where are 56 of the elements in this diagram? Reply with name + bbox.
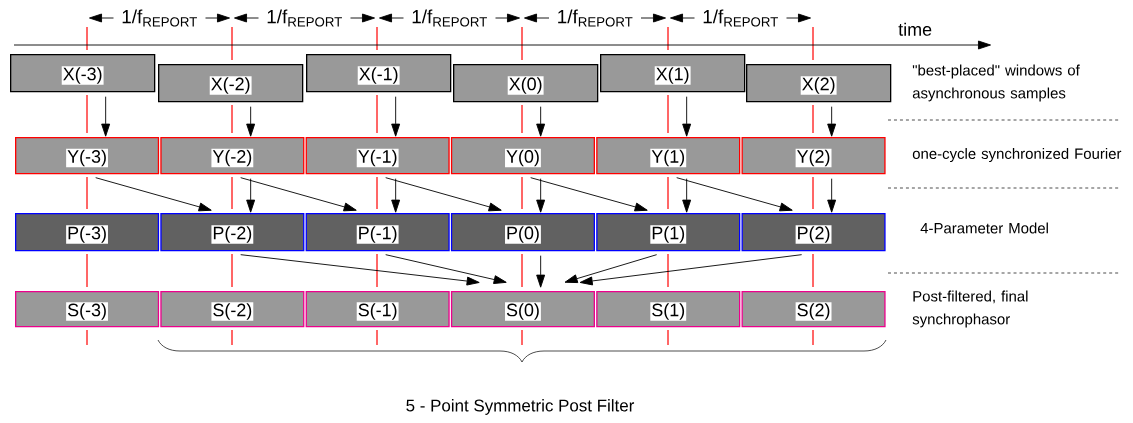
arrow [579, 254, 803, 286]
block: Y(-3) [15, 137, 160, 175]
row-description: Post-filtered, final synchrophasor [912, 290, 1028, 328]
block: Y(1) [596, 137, 741, 175]
block: P(1) [596, 213, 741, 252]
brace-label: 5 - Point Symmetric Post Filter [406, 399, 635, 415]
block: Y(-2) [160, 137, 305, 175]
block: S(-2) [160, 291, 305, 328]
block: Y(2) [741, 137, 886, 175]
arrow [385, 254, 507, 284]
block: P(-2) [160, 213, 305, 252]
arrow [676, 177, 793, 212]
block: P(2) [741, 213, 886, 252]
block: S(-1) [305, 291, 450, 328]
dimension-label: 1/f$_{REPORT}$ [267, 9, 342, 27]
arrow [530, 177, 648, 212]
dimension-label: 1/f$_{REPORT}$ [703, 9, 778, 27]
arrow [682, 96, 692, 137]
block: X(0) [453, 64, 599, 103]
block: X(1) [600, 54, 746, 93]
arrow [246, 178, 256, 213]
arrow [246, 106, 256, 137]
arrow [827, 178, 837, 213]
arrow [101, 96, 111, 137]
arrow [240, 177, 357, 212]
dimension-label: 1/f$_{REPORT}$ [412, 9, 487, 27]
arrow [240, 254, 480, 286]
block: Y(-1) [305, 137, 450, 175]
axis-label: time [898, 22, 932, 36]
block: X(-1) [306, 54, 452, 93]
arrow [536, 255, 546, 288]
block: Y(0) [450, 137, 595, 175]
block: P(-1) [305, 213, 450, 252]
arrow [391, 96, 401, 137]
row-description: "best-placed" windows of asynchronous samples [912, 64, 1080, 102]
arrow [682, 178, 692, 213]
block: S(1) [596, 291, 741, 328]
block: X(2) [746, 64, 892, 103]
arrow [564, 254, 658, 284]
block: S(0) [450, 291, 595, 328]
block: S(2) [741, 291, 886, 328]
row-description: 4-Parameter Model [920, 222, 1048, 234]
row-description: one-cycle synchronized Fourier [912, 148, 1122, 162]
dimension-label: 1/f$_{REPORT}$ [122, 9, 197, 27]
arrow [536, 106, 546, 137]
arrow [391, 178, 401, 213]
block: P(-3) [15, 213, 160, 252]
arrow [95, 177, 212, 212]
block: S(-3) [15, 291, 160, 328]
dimension-label: 1/f$_{REPORT}$ [558, 9, 633, 27]
arrow [827, 106, 837, 137]
arrow [536, 178, 546, 213]
block: X(-3) [10, 54, 156, 93]
block: P(0) [450, 213, 595, 252]
block: X(-2) [158, 64, 304, 103]
arrow [385, 177, 502, 212]
